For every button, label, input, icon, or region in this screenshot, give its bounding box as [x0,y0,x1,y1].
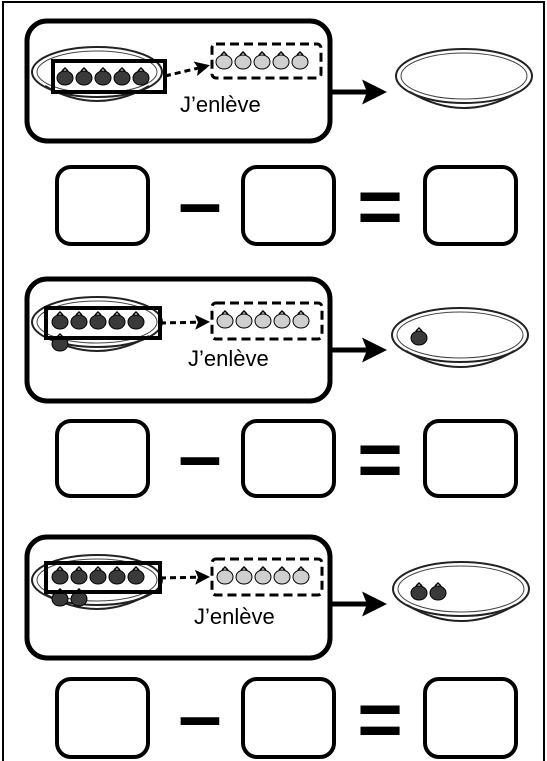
minus-sign: – [178,671,221,759]
tomato-icon [254,309,272,329]
tomato-icon [70,565,88,585]
tomato-icon [253,50,271,70]
result-bowl [392,561,530,622]
tomato-icon [235,565,253,585]
action-label: J’enlève [194,604,275,629]
exercise-3: J’enlève – = [24,534,530,761]
answer-box-result[interactable] [423,419,518,498]
tomato-icon [410,581,428,601]
answer-box-start[interactable] [55,677,150,759]
tomato-icon [75,66,93,86]
tomato-icon [272,50,290,70]
result-bowl [391,307,529,368]
dashed-arrow [159,569,210,585]
tomato-icon [410,326,428,346]
bowl-inner-rim [36,558,158,602]
bowl-body [405,350,515,368]
bowl-inner-rim [36,300,158,344]
tomato-icon [273,565,291,585]
answer-box-result[interactable] [423,165,518,246]
remaining-tomatoes [410,326,428,346]
equals-sign: = [357,162,403,250]
tomato-icon [273,309,291,329]
tomato-icon [113,66,131,86]
tomato-icon [235,309,253,329]
action-label: J’enlève [188,346,269,371]
tomato-icon [89,565,107,585]
tomato-icon [94,66,112,86]
tomato-icon [127,310,145,330]
action-label: J’enlève [180,92,261,117]
removed-group-box [210,557,324,597]
exercise-1: J’enlève – = [24,18,533,250]
minus-sign: – [178,411,221,499]
start-tomatoes [56,66,150,86]
equation-row: – = [55,158,518,250]
tomato-icon [254,565,272,585]
tomato-icon [429,581,447,601]
tomato-icon [216,565,234,585]
tomato-icon [127,565,145,585]
problem-frame [24,534,333,661]
dashed-arrow [159,314,210,330]
tomato-icon [234,50,252,70]
answer-box-removed[interactable] [241,165,336,246]
tomato-icon [292,309,310,329]
tomato-icon [108,310,126,330]
tomato-icon [70,310,88,330]
removed-group-box [210,42,323,80]
tomato-icon [291,50,309,70]
group-bracket [51,59,167,94]
removed-tomatoes [215,50,309,70]
tomato-icon [216,309,234,329]
start-tomatoes [51,310,145,352]
bowl-inner-rim [400,52,528,100]
tomato-icon [51,565,69,585]
result-bowl [395,48,533,109]
problem-panel: J’enlève [24,534,333,661]
start-tomatoes [51,565,145,607]
problem-frame [24,276,333,404]
bowl-body [406,604,516,622]
tomato-icon [132,66,150,86]
minus-sign: – [178,158,221,246]
remaining-tomatoes [410,581,447,601]
tomato-icon [215,50,233,70]
problem-frame [24,18,333,144]
equation-row: – = [55,411,518,503]
bowl-rim [392,561,530,617]
equation-row: – = [55,671,518,761]
answer-box-start[interactable] [55,419,150,498]
removed-tomatoes [216,565,310,585]
answer-box-removed[interactable] [241,677,336,759]
removed-group-box [210,301,324,341]
tomato-icon [89,310,107,330]
equals-sign: = [357,675,403,761]
bowl-inner-rim [397,565,525,613]
tomato-icon [108,565,126,585]
dashed-arrow [164,61,210,78]
answer-box-result[interactable] [423,677,518,759]
answer-box-removed[interactable] [241,419,336,498]
answer-box-start[interactable] [55,165,150,246]
removed-tomatoes [216,309,310,329]
bowl-inner-rim [396,311,524,359]
problem-panel: J’enlève [24,276,333,404]
bowl-rim [395,48,533,104]
tomato-icon [292,565,310,585]
tomato-icon [56,66,74,86]
bowl-rim [391,307,529,363]
bowl-body [409,91,519,109]
problem-panel: J’enlève [24,18,333,144]
tomato-icon [51,310,69,330]
exercise-2: J’enlève – = [24,276,529,503]
equals-sign: = [357,415,403,503]
